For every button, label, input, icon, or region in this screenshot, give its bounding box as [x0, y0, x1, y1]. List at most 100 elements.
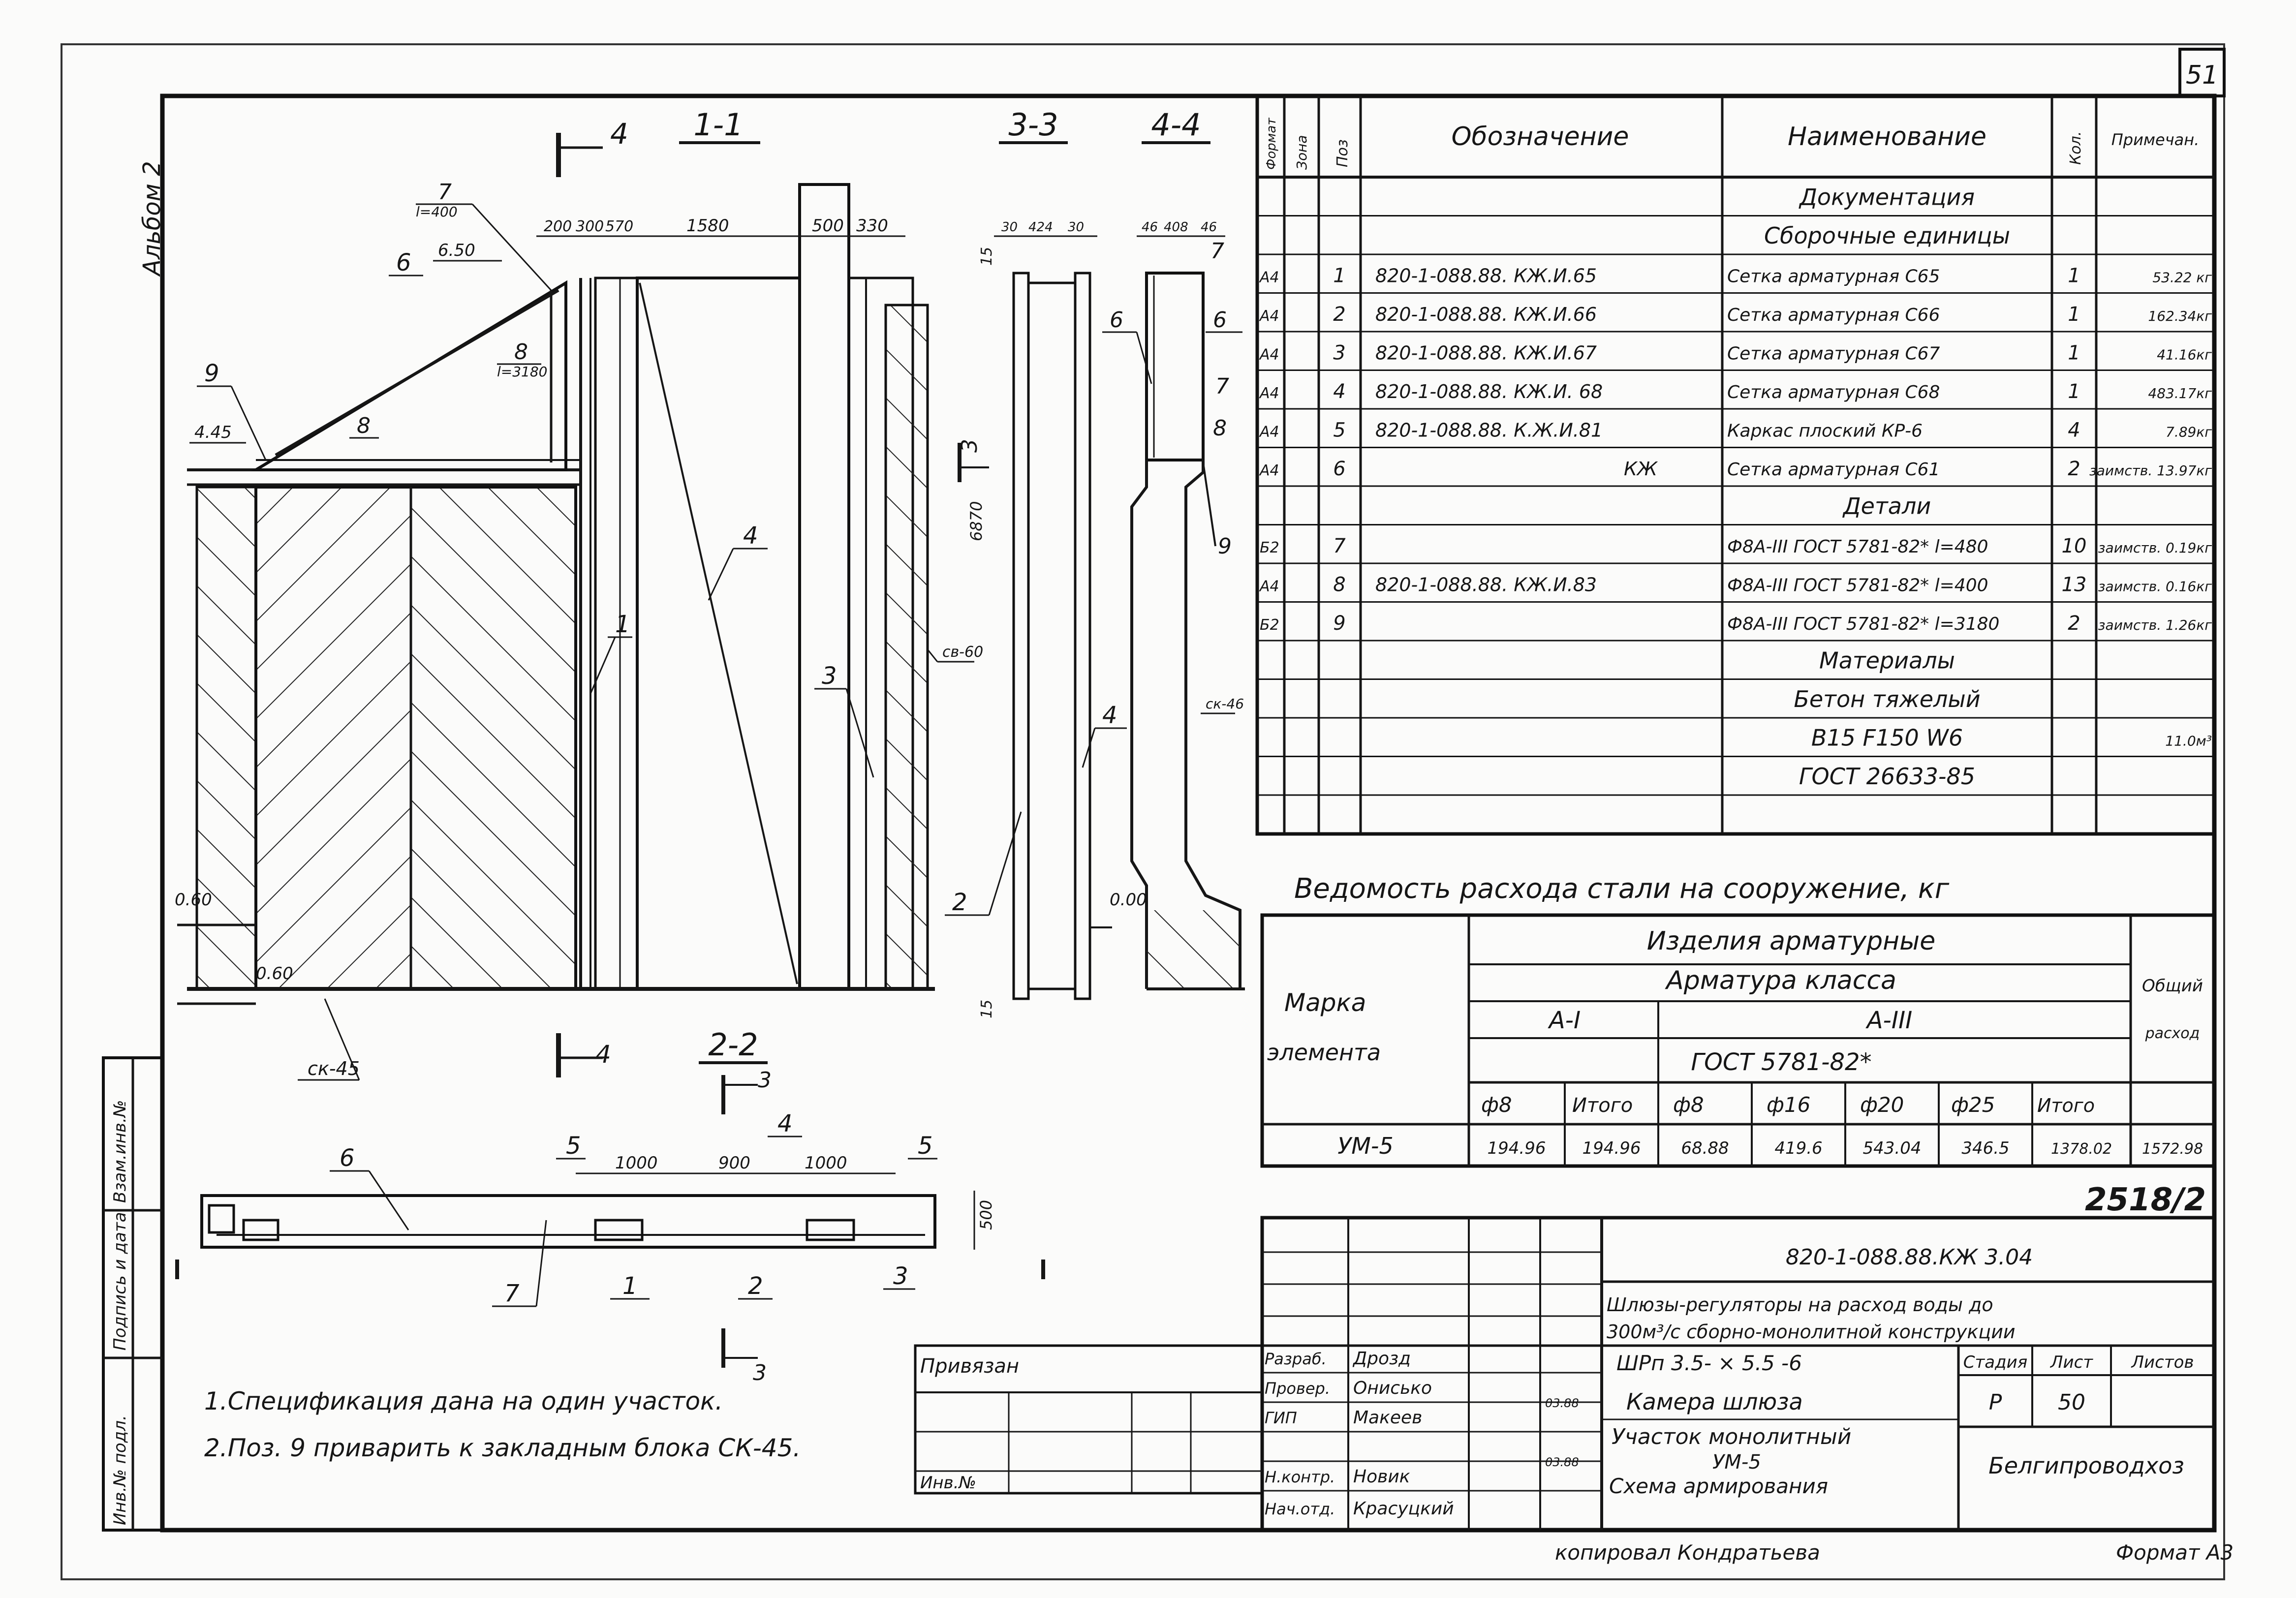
spec-cell-note: 162.34кг — [2148, 308, 2212, 324]
callout-8-sub: l=3180 — [497, 364, 548, 380]
spec-cell-name: Сетка арматурная С65 — [1727, 267, 1940, 287]
spec-cell-qty: 1 — [2068, 303, 2080, 326]
date-1: 03.88 — [1545, 1396, 1579, 1410]
dim-570: 570 — [605, 218, 633, 235]
spec-cell-format: Б2 — [1260, 616, 1279, 634]
spec-cell-note: 483.17кг — [2148, 385, 2212, 401]
sheet-name-2: УМ-5 — [1712, 1451, 1761, 1474]
plan-callout-1: 1 — [622, 1272, 638, 1300]
steel-val-2: 68.88 — [1681, 1138, 1729, 1158]
steel-mark-label: Марка — [1284, 988, 1366, 1017]
dim-6870: 6870 — [967, 501, 986, 541]
section-4-4-label: 4-4 — [1151, 107, 1201, 143]
dim-33-a: 30 — [1001, 220, 1018, 235]
wall-hatch-right — [886, 305, 928, 989]
sheet-name-1: Участок монолитный — [1612, 1424, 1851, 1449]
spec-cell-qty: 1 — [2068, 342, 2080, 365]
dim-300: 300 — [576, 218, 604, 235]
object-name: Камера шлюза — [1626, 1388, 1803, 1415]
cut-3-mid: 3 — [957, 439, 982, 453]
dim-500-v: 500 — [977, 1200, 995, 1230]
plan-callout-4: 4 — [777, 1110, 793, 1137]
spec-cell-format: А4 — [1259, 385, 1279, 402]
block-cb60: св-60 — [942, 644, 983, 661]
album-label: Альбом 2 — [138, 161, 166, 277]
dim-500: 500 — [812, 216, 844, 236]
dim-1580: 1580 — [686, 216, 729, 236]
spec-cell-pos: 4 — [1333, 380, 1345, 403]
dim-900: 900 — [718, 1153, 750, 1173]
spec-cell-pos: 6 — [1333, 458, 1345, 480]
steel-col-2: ф8 — [1673, 1093, 1704, 1117]
spec-cell-name: B15 F150 W6 — [1811, 725, 1963, 751]
sheet-name-3: Схема армирования — [1609, 1474, 1828, 1498]
spec-cell-name: Ф8А-III ГОСТ 5781-82* l=480 — [1727, 537, 1988, 557]
callout-6-44a: 6 — [1110, 307, 1123, 333]
cut-4-bottom: 4 — [595, 1040, 611, 1069]
spec-cell-format: А4 — [1259, 269, 1279, 286]
org-name: Белгипроводхоз — [1988, 1452, 2184, 1479]
spec-cell-format: А4 — [1259, 346, 1279, 364]
stamp-replace: Взам.инв.№ — [110, 1100, 130, 1203]
steel-title: Ведомость расхода стали на сооружение, к… — [1294, 873, 1950, 905]
spec-cell-note: 11.0м³ — [2165, 733, 2212, 749]
spec-cell-name: Ф8А-III ГОСТ 5781-82* l=3180 — [1727, 614, 1999, 634]
callout-4b: 4 — [1102, 702, 1117, 729]
spec-cell-note: 7.89кг — [2166, 424, 2212, 440]
specification-table: Формат Зона Поз Обозначение Наименование… — [1255, 94, 2216, 836]
person-name: Дрозд — [1352, 1349, 1411, 1369]
spec-cell-note: заимств. 0.19кг — [2098, 540, 2212, 556]
spec-cell-pos: 2 — [1333, 303, 1345, 326]
cut-3-top: 3 — [758, 1068, 772, 1093]
spec-head-pos: Поз — [1334, 139, 1351, 167]
spec-cell-format: А4 — [1259, 462, 1279, 479]
steel-col-1: Итого — [1572, 1094, 1633, 1117]
spec-cell-designation: 820-1-088.88. КЖ.И.83 — [1375, 574, 1597, 596]
dim-200: 200 — [544, 218, 572, 235]
callout-9-44: 9 — [1218, 534, 1232, 559]
spec-cell-format: А4 — [1259, 578, 1279, 595]
spec-cell-designation: 820-1-088.88. КЖ.И. 68 — [1375, 381, 1603, 402]
stage-value: Р — [1989, 1390, 2002, 1415]
callout-6-44b: 6 — [1213, 307, 1227, 333]
plan-callout-5b: 5 — [918, 1132, 933, 1160]
sheets-label: Листов — [2130, 1352, 2194, 1372]
steel-col-3: ф16 — [1767, 1093, 1810, 1117]
callout-3: 3 — [822, 662, 837, 690]
spec-cell-qty: 13 — [2062, 574, 2087, 596]
person-name: Красуцкий — [1353, 1499, 1454, 1519]
stamp-inv-orig: Инв.№ подл. — [110, 1415, 130, 1525]
spec-cell-designation: 820-1-088.88. КЖ.И.65 — [1375, 265, 1597, 287]
spec-head-name: Наименование — [1788, 122, 1986, 152]
level-0-00: 0.00 — [1110, 890, 1147, 910]
steel-val-5: 346.5 — [1961, 1138, 2009, 1158]
spec-cell-name: Сетка арматурная С67 — [1727, 344, 1940, 364]
dim-44-a: 46 — [1142, 220, 1158, 235]
spec-cell-name: Материалы — [1819, 647, 1955, 674]
level-0-60-b: 0.60 — [256, 964, 293, 983]
spec-head-format: Формат — [1264, 118, 1279, 170]
stamp-signature: Подпись и дата — [110, 1212, 130, 1351]
steel-element-label: элемента — [1267, 1039, 1381, 1066]
person-role: Провер. — [1265, 1379, 1330, 1398]
plan-callout-3: 3 — [893, 1262, 908, 1290]
spec-cell-name: Сетка арматурная С61 — [1727, 460, 1940, 480]
person-role: Разраб. — [1265, 1350, 1327, 1368]
spec-cell-note: заимств. 0.16кг — [2098, 579, 2212, 595]
plan-callout-5a: 5 — [566, 1132, 581, 1160]
steel-gost: ГОСТ 5781-82* — [1691, 1048, 1871, 1076]
date-2: 03.88 — [1545, 1455, 1579, 1469]
person-role: ГИП — [1265, 1409, 1297, 1427]
spec-cell-qty: 2 — [2068, 458, 2080, 480]
spec-cell-qty: 1 — [2068, 380, 2080, 403]
project-line-1: Шлюзы-регуляторы на расход воды до — [1607, 1294, 1993, 1316]
section-1-1: 1-1 4 — [175, 107, 1147, 1081]
dim-15-bottom: 15 — [978, 1000, 995, 1018]
callout-7-44: 7 — [1210, 239, 1224, 264]
dim-44-b: 408 — [1164, 220, 1188, 235]
section-1-1-label: 1-1 — [693, 107, 743, 143]
spec-cell-pos: 9 — [1333, 612, 1345, 635]
callout-7: 7 — [438, 180, 452, 205]
